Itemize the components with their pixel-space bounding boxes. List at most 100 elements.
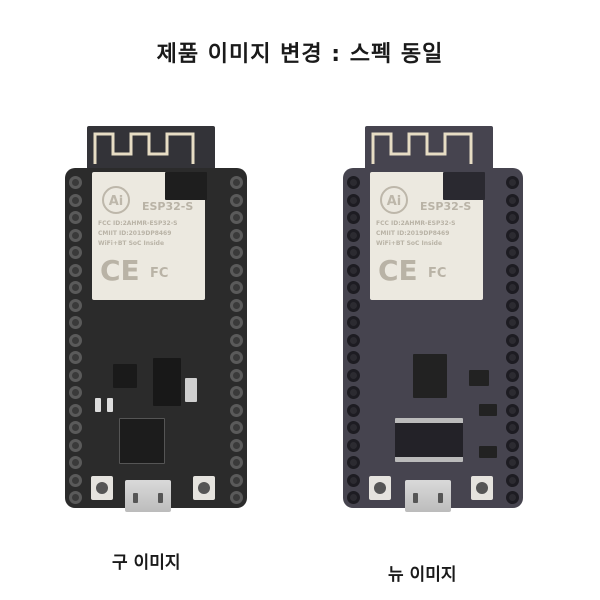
header-pin: [506, 438, 519, 452]
header-pin: [230, 176, 243, 189]
fcc-id: FCC ID:2AHMR-ESP32-S: [376, 220, 456, 227]
header-pin: [69, 246, 82, 259]
header-pin: [230, 298, 243, 312]
header-pin: [347, 438, 360, 452]
header-pin: [506, 473, 519, 487]
header-pin: [506, 351, 519, 364]
old-image-caption: 구 이미지: [112, 553, 181, 573]
module-model: ESP32-S: [142, 200, 194, 213]
header-pin: [347, 298, 360, 312]
header-pin: [230, 456, 243, 469]
smd-component: [185, 378, 197, 402]
header-pin: [69, 316, 82, 329]
header-pin: [69, 176, 82, 189]
header-pin: [506, 193, 519, 207]
header-pin: [69, 491, 82, 504]
header-pin: [347, 351, 360, 364]
header-pin: [506, 491, 519, 504]
micro-usb-port[interactable]: [125, 480, 171, 512]
header-pin: [347, 421, 360, 434]
header-pin: [347, 456, 360, 469]
regulator-chip: [413, 354, 447, 398]
header-pin: [506, 281, 519, 294]
header-pin: [230, 246, 243, 259]
header-pin: [230, 193, 243, 207]
fc-mark-icon: FC: [150, 266, 169, 281]
header-pin: [230, 211, 243, 224]
header-pin: [230, 491, 243, 504]
header-pin: [69, 473, 82, 487]
small-ic: [469, 370, 489, 386]
shield-corner-dark: [165, 172, 207, 200]
antenna-trace-icon: [371, 132, 473, 164]
features-text: WiFi+BT SoC Inside: [98, 240, 165, 247]
header-pin: [230, 421, 243, 434]
fc-mark-icon: FC: [428, 266, 447, 281]
header-pin: [506, 211, 519, 224]
usb-uart-chip-sop16: [395, 418, 463, 462]
header-pin: [230, 473, 243, 487]
header-pin: [506, 298, 519, 312]
smd-component: [107, 398, 113, 412]
header-pin: [69, 333, 82, 347]
header-pin: [69, 368, 82, 382]
header-pin: [69, 211, 82, 224]
header-pin: [506, 246, 519, 259]
header-pin: [347, 386, 360, 399]
fcc-id: FCC ID:2AHMR-ESP32-S: [98, 220, 178, 227]
header-pin: [230, 263, 243, 277]
ai-thinker-logo: Ai: [102, 186, 130, 214]
header-pin: [230, 386, 243, 399]
new-board-image: Ai ESP32-S FCC ID:2AHMR-ESP32-S CMIIT ID…: [343, 126, 523, 516]
header-pin: [69, 228, 82, 242]
boot-button[interactable]: [193, 476, 215, 500]
transistor: [479, 446, 497, 458]
header-pin: [69, 351, 82, 364]
micro-usb-port[interactable]: [405, 480, 451, 512]
header-pin: [347, 316, 360, 329]
header-pin: [69, 438, 82, 452]
header-pin: [69, 403, 82, 417]
usb-uart-chip: [119, 418, 165, 464]
header-pin: [506, 368, 519, 382]
header-pin: [230, 351, 243, 364]
antenna-pcb: [365, 126, 493, 172]
header-pin: [69, 421, 82, 434]
header-pin: [69, 193, 82, 207]
en-button[interactable]: [369, 476, 391, 500]
header-pin: [347, 211, 360, 224]
header-pin: [506, 176, 519, 189]
header-pin: [347, 193, 360, 207]
ce-mark-icon: CE: [100, 254, 140, 287]
ai-thinker-logo: Ai: [380, 186, 408, 214]
shield-corner-dark: [443, 172, 485, 200]
header-pin: [506, 333, 519, 347]
header-pin: [69, 298, 82, 312]
boot-button[interactable]: [471, 476, 493, 500]
header-pin: [347, 403, 360, 417]
header-pin: [69, 263, 82, 277]
header-pin: [347, 263, 360, 277]
header-pin: [347, 491, 360, 504]
header-pin: [69, 386, 82, 399]
header-pin: [506, 316, 519, 329]
header-pin: [506, 403, 519, 417]
en-button[interactable]: [91, 476, 113, 500]
header-pin: [347, 368, 360, 382]
header-pin: [230, 333, 243, 347]
header-pin: [347, 228, 360, 242]
header-pin: [69, 281, 82, 294]
header-pin: [506, 263, 519, 277]
header-pin: [230, 403, 243, 417]
old-board-image: Ai ESP32-S FCC ID:2AHMR-ESP32-S CMIIT ID…: [65, 126, 247, 516]
smd-component: [95, 398, 101, 412]
header-pin: [230, 316, 243, 329]
page-title: 제품 이미지 변경 : 스펙 동일: [156, 42, 444, 67]
antenna-trace-icon: [93, 132, 195, 164]
header-pin: [69, 456, 82, 469]
header-pin: [230, 438, 243, 452]
features-text: WiFi+BT SoC Inside: [376, 240, 443, 247]
header-pin: [230, 228, 243, 242]
new-image-caption: 뉴 이미지: [388, 565, 457, 585]
header-pin: [347, 246, 360, 259]
